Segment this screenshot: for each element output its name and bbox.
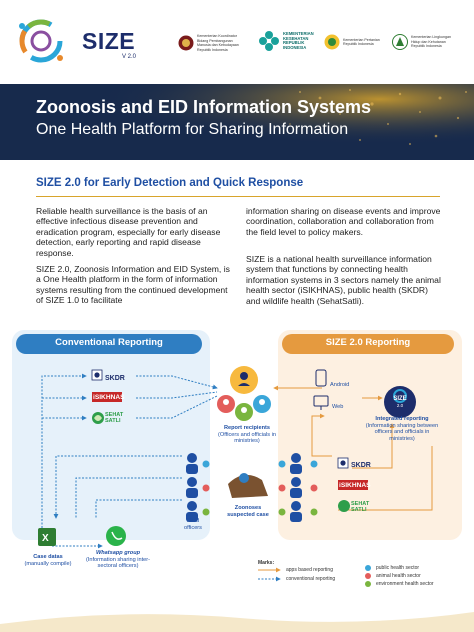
skdr-label-size: SKDR xyxy=(351,462,371,469)
sehatsatli-label-line2: SATLI xyxy=(105,418,121,424)
skdr-logo-size xyxy=(337,457,349,469)
sehatsatli-logo-size xyxy=(338,500,350,512)
heading-divider xyxy=(36,196,440,197)
whatsapp-title: Whatsapp group xyxy=(95,550,141,556)
svg-text:X: X xyxy=(42,533,49,544)
report-recipients-label: Report recipients (Officers and official… xyxy=(212,425,282,445)
size-badge-icon xyxy=(384,386,416,418)
integrated-sub: (Information sharing between officers an… xyxy=(365,422,439,442)
android-device-icon xyxy=(315,369,327,387)
app-version: V 2.0 xyxy=(122,54,137,60)
size-badge-label: SIZE xyxy=(393,396,407,402)
legend-title: Marks: xyxy=(258,560,275,566)
reporting-diagram: X xyxy=(12,330,462,587)
paragraph-3: information sharing on disease events an… xyxy=(246,206,441,237)
partner-label: Kementerian Koordinator Bidang Pembangun… xyxy=(197,34,239,52)
sehatsatli-label-size: SEHAT SATLI xyxy=(351,501,369,513)
sehatsatli-label-line2: SATLI xyxy=(351,507,367,513)
legend-public: public health sector xyxy=(376,565,420,571)
partner-logo-kemenkes: KEMENTERIAN KESEHATAN REPUBLIK INDONESIA xyxy=(258,30,325,52)
whatsapp-label: Whatsapp group (Information sharing inte… xyxy=(80,550,156,570)
report-recipients-sub: (Officers and officials in ministries) xyxy=(218,431,276,445)
partner-label: Kementerian Pertanian Republik Indonesia xyxy=(343,37,380,47)
integrated-label: Integrated reporting (Information sharin… xyxy=(362,416,442,442)
banner-dot-pattern xyxy=(0,84,474,160)
paragraph-2: SIZE 2.0, Zoonosis Information and EID S… xyxy=(36,264,230,306)
integrated-title: Integrated reporting xyxy=(375,416,429,422)
legend xyxy=(258,565,371,587)
partner-label: Kementerian Lingkungan Hidup dan Kehutan… xyxy=(411,35,451,49)
sector-dots-size xyxy=(278,460,318,516)
isikhnas-logo-size xyxy=(338,480,368,490)
klhk-seal-icon xyxy=(392,34,408,50)
web-monitor-icon xyxy=(313,395,329,410)
legend-conventional: conventional reporting xyxy=(286,576,336,582)
whatsapp-icon xyxy=(106,526,126,546)
web-label: Web xyxy=(332,404,344,410)
legend-animal: animal health sector xyxy=(376,573,421,579)
partner-logo-klhk: Kementerian Lingkungan Hidup dan Kehutan… xyxy=(392,34,457,50)
conventional-panel xyxy=(12,330,210,540)
legend-apps: apps based reporting xyxy=(286,567,333,573)
field-officers-conventional-icon xyxy=(186,453,198,522)
kemenko-seal-icon xyxy=(178,35,194,51)
partner-logo-kemenko: Kementerian Koordinator Bidang Pembangun… xyxy=(178,34,243,52)
whatsapp-sub: (Information sharing inter-sectoral offi… xyxy=(85,556,151,570)
sector-dots-conventional xyxy=(202,460,210,516)
partner-label: KEMENTERIAN KESEHATAN REPUBLIK INDONESIA xyxy=(283,31,314,50)
size-header xyxy=(282,334,454,354)
sehatsatli-label-line1: SEHAT xyxy=(105,412,124,418)
kementan-seal-icon xyxy=(324,34,340,50)
legend-environment: environment health sector xyxy=(376,581,434,587)
partner-logo-kementan: Kementerian Pertanian Republik Indonesia xyxy=(324,34,387,50)
footer-wave xyxy=(0,612,474,632)
case-datas-sub: (manually compile) xyxy=(24,560,72,567)
banner-title: Zoonosis and EID Information Systems xyxy=(36,97,372,117)
zoonoses-case-icon xyxy=(228,473,268,498)
spreadsheet-icon: X xyxy=(38,528,56,546)
conventional-title: Conventional Reporting xyxy=(55,337,163,348)
case-datas-label: Case datas (manually compile) xyxy=(24,554,72,567)
app-name: SIZE xyxy=(82,28,136,54)
section-heading: SIZE 2.0 for Early Detection and Quick R… xyxy=(36,177,304,189)
sehatsatli-label-conventional: SEHAT SATLI xyxy=(105,412,123,424)
conventional-header xyxy=(16,334,202,354)
size-title: SIZE 2.0 Reporting xyxy=(325,337,411,348)
banner-subtitle: One Health Platform for Sharing Informat… xyxy=(36,121,349,138)
isikhnas-logo-conventional xyxy=(92,392,122,402)
case-datas-title: Case datas xyxy=(33,554,63,560)
paragraph-4: SIZE is a national health surveillance i… xyxy=(246,254,441,306)
sehatsatli-label-line1: SEHAT xyxy=(351,501,370,507)
field-officers-size-icon xyxy=(290,453,302,522)
sehatsatli-logo-conventional xyxy=(92,412,104,424)
paragraph-1: Reliable health surveillance is the basi… xyxy=(36,206,221,258)
android-label: Android xyxy=(330,382,350,388)
isikhnas-label-size: iSIKHNAS xyxy=(339,482,371,489)
size-badge-version: 2.0 xyxy=(396,403,404,408)
kemenkes-logo-icon xyxy=(259,31,279,51)
field-officers-label: Field officers xyxy=(184,518,202,531)
skdr-label-conventional: SKDR xyxy=(105,375,125,382)
report-recipients-title: Report recipients xyxy=(223,425,270,431)
isikhnas-label-conventional: iSIKHNAS xyxy=(93,394,125,401)
report-recipients-icon xyxy=(217,366,271,421)
skdr-logo-conventional xyxy=(91,369,103,381)
size-panel xyxy=(278,330,462,540)
size-logo-icon xyxy=(19,19,63,63)
zoonoses-label: Zoonoses suspected case xyxy=(227,505,269,518)
title-banner xyxy=(0,84,474,160)
